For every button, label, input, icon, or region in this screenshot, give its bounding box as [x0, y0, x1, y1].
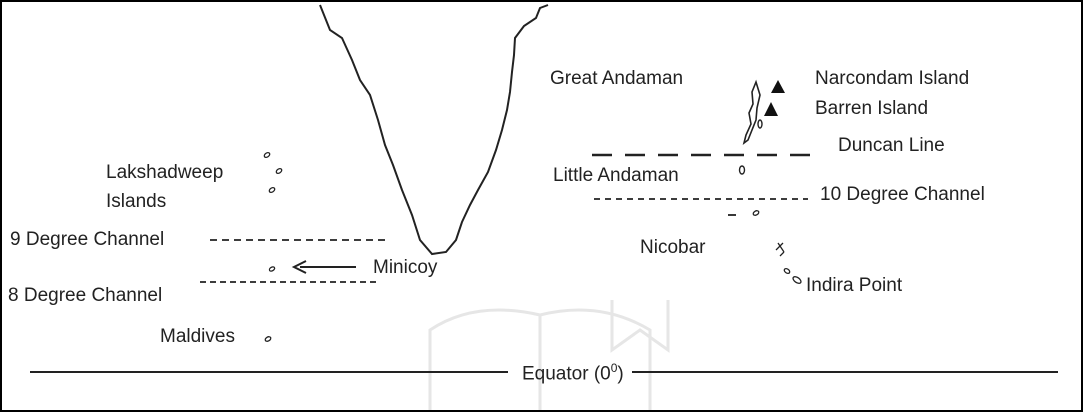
equator-close-paren: ) [617, 363, 624, 385]
arrow-left-icon [291, 260, 356, 274]
label-eight-degree-channel: 8 Degree Channel [8, 285, 163, 306]
india-coastline [319, 4, 549, 256]
label-little-andaman: Little Andaman [553, 165, 679, 186]
little-andaman-island [738, 165, 746, 175]
label-indira-point: Indira Point [806, 275, 903, 296]
label-lakshadweep: Lakshadweep [106, 162, 224, 183]
great-nicobar-islet [792, 276, 802, 284]
label-lakshadweep-islands: Islands [106, 191, 167, 212]
label-minicoy: Minicoy [373, 257, 438, 278]
nicobar-islet-a [783, 267, 791, 275]
minicoy-islet [268, 266, 276, 272]
label-barren-island: Barren Island [815, 98, 929, 119]
label-ten-degree-channel: 10 Degree Channel [820, 184, 985, 205]
lakshadweep-islet-3 [268, 186, 276, 194]
narcondam-triangle-icon [771, 80, 785, 93]
equator-text: Equator (0 [522, 363, 611, 385]
car-nicobar-islet [752, 210, 760, 216]
label-great-andaman: Great Andaman [550, 68, 684, 89]
lakshadweep-islet-1 [263, 151, 271, 159]
label-maldives: Maldives [160, 326, 235, 347]
label-nine-degree-channel: 9 Degree Channel [10, 229, 165, 250]
label-duncan-line: Duncan Line [838, 135, 945, 156]
nicobar-cluster-islets [775, 242, 785, 257]
label-nicobar: Nicobar [640, 237, 706, 258]
lakshadweep-islet-2 [275, 167, 283, 175]
equator-degree-superscript: 0 [610, 361, 618, 375]
barren-triangle-icon [764, 102, 778, 116]
andaman-islet [757, 119, 763, 129]
label-narcondam-island: Narcondam Island [815, 68, 970, 89]
great-andaman-island [742, 79, 761, 145]
maldives-islet [264, 336, 272, 342]
watermark-logo [428, 300, 670, 410]
label-equator: Equator (00) [522, 362, 624, 383]
